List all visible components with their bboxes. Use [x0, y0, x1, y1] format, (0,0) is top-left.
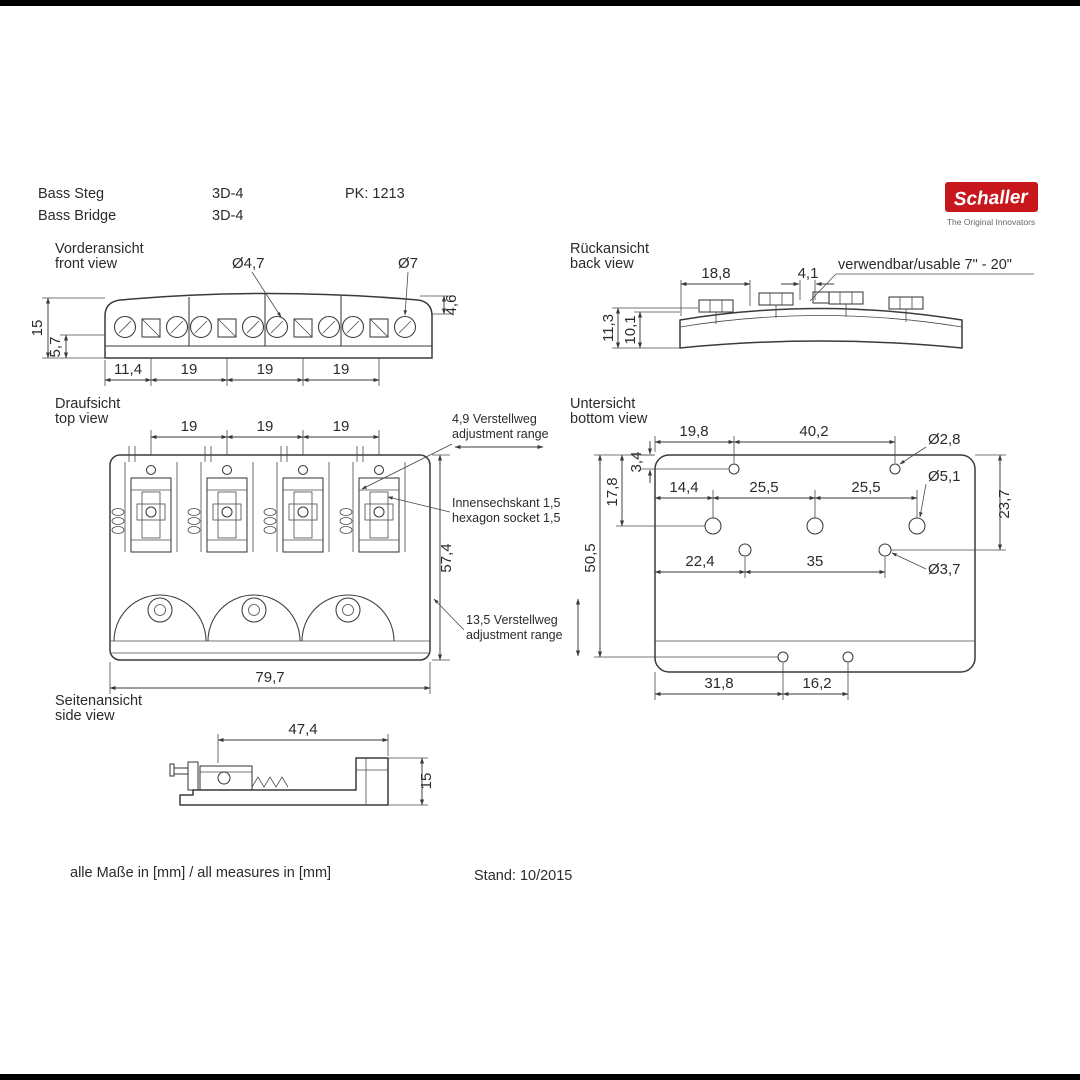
title-en: Bass Bridge: [38, 208, 116, 224]
front-dim-w19: 19: [181, 361, 198, 378]
bottom-dim-dia28: Ø2,8: [928, 431, 961, 448]
bottom-dim-h505: 50,5: [582, 543, 599, 572]
front-dim-h15: 15: [29, 320, 46, 337]
top-ann-hex-de: Innensechskant 1,5: [452, 496, 560, 510]
logo-tagline: The Original Innovators: [947, 217, 1035, 227]
top-saddle: [339, 446, 406, 553]
back-body-outline: [679, 307, 963, 349]
bottom-dim-w402: 40,2: [799, 423, 828, 440]
footer: alle Maße in [mm] / all measures in [mm]…: [70, 865, 572, 884]
front-saddle: [113, 315, 189, 339]
bottom-view-label-en: bottom view: [570, 411, 648, 427]
top-view-label-en: top view: [55, 411, 109, 427]
bottom-dim-w318: 31,8: [704, 675, 733, 692]
back-dim-w41: 4,1: [798, 265, 819, 282]
bottom-dim-h237: 23,7: [996, 489, 1013, 518]
top-arches: [113, 594, 395, 642]
front-saddle: [265, 315, 341, 339]
leader-line: [899, 446, 927, 465]
side-saddle-mechanism: [169, 761, 289, 791]
logo-brand-text: Schaller: [953, 187, 1029, 211]
front-dim-w19: 19: [257, 361, 274, 378]
bottom-border: [0, 1074, 1080, 1080]
top-view: Draufsicht top view: [55, 396, 581, 694]
front-dim-w114: 11,4: [114, 361, 142, 378]
front-dim-dia47: Ø4,7: [232, 255, 265, 272]
bottom-dim-w198: 19,8: [679, 423, 708, 440]
bottom-dim-h178: 17,8: [604, 477, 621, 506]
side-dim-h15: 15: [418, 773, 435, 790]
leader-line: [403, 271, 409, 316]
leader-line: [809, 273, 837, 302]
leader-line: [387, 496, 451, 513]
top-body-outline: [109, 454, 431, 661]
bottom-dim-dia37: Ø3,7: [928, 561, 961, 578]
top-ann-height-de: 13,5 Verstellweg: [466, 613, 558, 627]
bottom-dim-w255: 25,5: [749, 479, 778, 496]
bottom-dim-w144: 14,4: [669, 479, 698, 496]
back-usable-note: verwendbar/usable 7" - 20": [838, 257, 1012, 273]
top-saddle: [263, 446, 330, 553]
top-ann-travel-en: adjustment range: [452, 427, 549, 441]
front-saddle: [341, 315, 417, 339]
model-number-1: 3D-4: [212, 186, 243, 202]
top-ann-height-en: adjustment range: [466, 628, 563, 642]
side-view-label-de: Seitenansicht: [55, 693, 142, 709]
front-dim-dia7: Ø7: [398, 255, 418, 272]
top-dim-w19: 19: [181, 418, 198, 435]
bottom-dim-dia51: Ø5,1: [928, 468, 961, 485]
front-dim-h57: 5,7: [47, 337, 64, 358]
logo-box: [945, 182, 1038, 212]
side-view: Seitenansicht side view 47,4 15: [55, 693, 435, 806]
revision-date: Stand: 10/2015: [474, 868, 572, 884]
bottom-dim-w162: 16,2: [802, 675, 831, 692]
leader-line: [891, 552, 927, 570]
front-dim-w19: 19: [333, 361, 350, 378]
top-ann-hex-en: hexagon socket 1,5: [452, 511, 560, 525]
back-dim-h101: 10,1: [622, 315, 639, 344]
bottom-view-label-de: Untersicht: [570, 396, 635, 412]
bottom-dim-w35: 35: [807, 553, 824, 570]
back-dim-w188: 18,8: [701, 265, 730, 282]
back-view-label-de: Rückansicht: [570, 241, 649, 257]
leader-line: [433, 598, 465, 631]
units-note: alle Maße in [mm] / all measures in [mm]: [70, 865, 331, 881]
schaller-logo: Schaller The Original Innovators: [945, 182, 1038, 227]
model-number-2: 3D-4: [212, 208, 243, 224]
back-view-label-en: back view: [570, 256, 634, 272]
side-body-outline: [179, 757, 389, 806]
top-dim-w19: 19: [257, 418, 274, 435]
bottom-dim-h34: 3,4: [628, 452, 645, 473]
top-border: [0, 0, 1080, 6]
leader-line: [251, 271, 282, 318]
side-view-label-en: side view: [55, 708, 115, 724]
front-view-label-de: Vorderansicht: [55, 241, 144, 257]
front-dim-h46: 4,6: [443, 295, 460, 316]
title-de: Bass Steg: [38, 186, 104, 202]
front-saddle: [189, 315, 265, 339]
top-dim-h574: 57,4: [438, 543, 455, 572]
top-dim-w19: 19: [333, 418, 350, 435]
title-block: Bass Steg Bass Bridge 3D-4 3D-4 PK: 1213: [38, 186, 405, 224]
back-dim-h113: 11,3: [600, 314, 617, 342]
pk-number: PK: 1213: [345, 186, 405, 202]
top-dim-w797: 79,7: [255, 669, 284, 686]
top-view-label-de: Draufsicht: [55, 396, 120, 412]
bottom-view: Untersicht bottom view 19,8 40,2 Ø2,8: [570, 396, 1013, 700]
bottom-dim-w224: 22,4: [685, 553, 714, 570]
top-ann-travel-de: 4,9 Verstellweg: [452, 412, 537, 426]
front-body-outline: [104, 292, 433, 359]
leader-line: [361, 443, 453, 490]
top-saddle: [187, 446, 254, 553]
front-view: Vorderansicht front view: [29, 241, 460, 386]
back-view: Rückansicht back view 18,8 4,1 verwendba…: [570, 241, 1034, 349]
top-saddle: [111, 446, 178, 553]
front-view-label-en: front view: [55, 256, 118, 272]
back-inner-arc: [679, 315, 963, 328]
back-saddle-tabs: [698, 291, 924, 324]
leader-line: [919, 483, 927, 518]
bottom-body-outline: [654, 454, 976, 673]
bottom-dim-w255: 25,5: [851, 479, 880, 496]
side-dim-w474: 47,4: [288, 721, 317, 738]
